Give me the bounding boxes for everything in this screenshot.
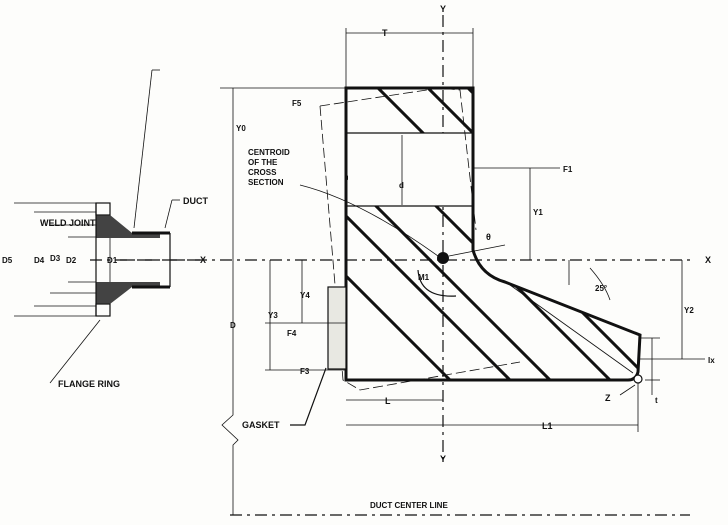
y2-label: Y2 <box>684 306 694 315</box>
ix-label: Ix <box>708 356 715 365</box>
point-z-marker <box>633 374 643 384</box>
t-small-label: t <box>655 396 658 405</box>
y-axis-label-bottom: Y <box>440 454 446 464</box>
t-label: T <box>382 28 388 38</box>
d3-label: D3 <box>50 254 61 263</box>
m1-label: M1 <box>418 273 430 282</box>
y4-label: Y4 <box>300 291 310 300</box>
svg-text:CROSS: CROSS <box>248 168 277 177</box>
gasket-label: GASKET <box>242 420 280 430</box>
y0-label: Y0 <box>236 124 246 133</box>
duct-center-line-label: DUCT CENTER LINE <box>370 501 448 510</box>
d2-label: D2 <box>66 256 77 265</box>
y3-label: Y3 <box>268 311 278 320</box>
flange-ring-label: FLANGE RING <box>58 379 120 389</box>
centroid-marker <box>437 252 449 264</box>
flange-cross-section <box>319 86 642 391</box>
gasket <box>327 286 347 370</box>
f3-label: F3 <box>300 367 310 376</box>
f1-label: F1 <box>563 165 573 174</box>
svg-text:CENTROID: CENTROID <box>248 148 290 157</box>
angle-25-label: 25° <box>595 284 607 293</box>
duct-label: DUCT <box>183 196 208 206</box>
l1-label: L1 <box>542 421 553 431</box>
z-label: Z <box>605 393 611 403</box>
y-axis-label-top: Y <box>440 4 446 14</box>
d4-label: D4 <box>34 256 45 265</box>
f5-label: F5 <box>292 99 302 108</box>
d-label: D <box>230 321 236 330</box>
svg-text:OF THE: OF THE <box>248 158 278 167</box>
dimension-lines <box>220 28 705 515</box>
x-axis-label-right: X <box>705 255 711 265</box>
f4-label: F4 <box>287 329 297 338</box>
svg-text:SECTION: SECTION <box>248 178 284 187</box>
x-axis-label-left: X <box>200 255 206 265</box>
flange-detail <box>14 69 200 384</box>
d-small-label: d <box>399 181 404 190</box>
weld-joint-label: WELD JOINT <box>40 218 96 228</box>
d1-label: D1 <box>107 256 118 265</box>
theta-label: θ <box>486 232 491 242</box>
centroid-label: CENTROID OF THE CROSS SECTION <box>248 148 290 187</box>
l-label: L <box>385 396 391 406</box>
d5-label: D5 <box>2 256 13 265</box>
y1-label: Y1 <box>533 208 543 217</box>
